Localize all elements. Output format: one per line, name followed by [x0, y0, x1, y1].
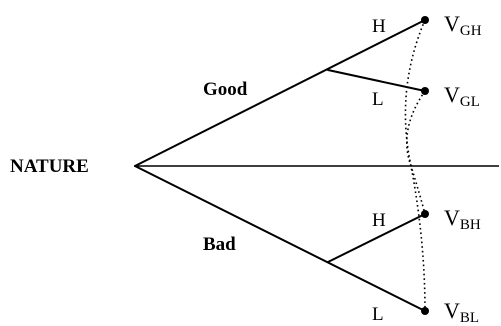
value-label-bad-high: VBH — [444, 205, 481, 233]
bad-branch-edge — [134, 165, 426, 312]
good-low-edge — [327, 69, 426, 92]
good-branch-edge — [134, 19, 426, 167]
action-label-good-high: H — [372, 16, 386, 37]
action-label-bad-high: H — [372, 210, 386, 231]
root-label-nature: NATURE — [10, 156, 89, 177]
value-label-bad-low: VBL — [444, 298, 479, 326]
branch-label-bad: Bad — [203, 234, 236, 255]
terminal-node-good-high — [421, 16, 429, 24]
terminal-node-bad-low — [421, 307, 429, 315]
action-label-good-low: L — [372, 89, 384, 110]
value-label-good-low: VGL — [444, 82, 480, 110]
value-label-good-high: VGH — [444, 11, 482, 39]
terminal-node-good-low — [421, 87, 429, 95]
bad-high-edge — [327, 213, 426, 263]
branch-label-good: Good — [203, 79, 248, 100]
terminal-node-bad-high — [421, 210, 429, 218]
information-set-dotted-line-cross — [406, 90, 426, 215]
action-label-bad-low: L — [372, 304, 384, 325]
